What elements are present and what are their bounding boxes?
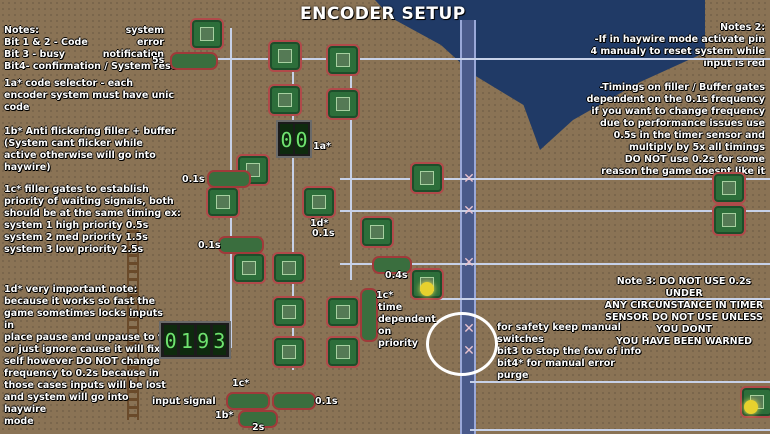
system-error-label: system error notification [102, 25, 164, 60]
logic-gate[interactable] [712, 204, 746, 236]
code-selector-display: 0 0 [276, 120, 312, 158]
wire [340, 210, 770, 212]
digit: 0 [280, 124, 293, 154]
label-1d: 1d* [310, 218, 329, 229]
bridge-icon[interactable]: ✕ [463, 255, 475, 271]
digit: 1 [180, 325, 194, 355]
logic-gate[interactable] [272, 336, 306, 368]
timer-label: 0.1s [198, 240, 221, 251]
input-signal-label: input signal [152, 396, 216, 407]
counter-display: 0 1 9 3 [159, 321, 231, 359]
wire [210, 58, 770, 60]
logic-gate[interactable] [272, 296, 306, 328]
timer-sensor[interactable] [170, 52, 218, 70]
wire [340, 263, 770, 265]
notes-left-line: Bit 1 & 2 - Code [4, 37, 88, 48]
digit: 9 [196, 325, 210, 355]
label-1a: 1a* [313, 141, 331, 152]
logic-gate[interactable] [302, 186, 336, 218]
wire [350, 60, 352, 280]
timer-label: 0.1s [315, 396, 338, 407]
time-dependent-label: time dependent on priority [378, 302, 436, 349]
logic-gate[interactable] [272, 252, 306, 284]
logic-gate[interactable] [232, 252, 266, 284]
timer-sensor[interactable] [226, 392, 270, 410]
bridge-icon[interactable]: ✕ [463, 203, 475, 219]
logic-gate[interactable] [360, 216, 394, 248]
logic-gate[interactable] [190, 18, 224, 50]
notes-left-heading: Notes: [4, 25, 39, 36]
logic-gate[interactable] [326, 336, 360, 368]
logic-gate[interactable] [326, 296, 360, 328]
note-1c: 1c* filler gates to establish priority o… [4, 184, 181, 255]
logic-gate[interactable] [326, 44, 360, 76]
wire [470, 381, 770, 383]
system-error-time: 5s [152, 55, 165, 66]
light-bulb-icon [744, 400, 758, 414]
logic-gate[interactable] [326, 88, 360, 120]
label-1c: 1c* [232, 378, 250, 389]
digit: 3 [212, 325, 226, 355]
timer-label: 0.4s [385, 270, 408, 281]
notes-right-2: Notes 2: -If in haywire mode activate pi… [586, 22, 765, 177]
note-1a: 1a* code selector - each encoder system … [4, 78, 174, 113]
digit: 0 [295, 124, 308, 154]
bridge-icon[interactable]: ✕ [463, 171, 475, 187]
note-1d: 1d* very important note: because it work… [4, 284, 171, 427]
logic-gate[interactable] [206, 186, 240, 218]
ladder [127, 230, 139, 420]
notes-left-line: Bit4- confirmation / System reset [4, 61, 182, 72]
timer-label: 2s [252, 422, 265, 433]
light-bulb-icon [420, 282, 434, 296]
timer-label: 0.1s [312, 228, 335, 239]
logic-gate[interactable] [268, 84, 302, 116]
note-1b: 1b* Anti flickering filler + buffer (Sys… [4, 126, 176, 173]
timer-label: 0.1s [182, 174, 205, 185]
digit: 0 [164, 325, 178, 355]
logic-gate[interactable] [410, 162, 444, 194]
logic-gate[interactable] [712, 172, 746, 204]
timer-sensor[interactable] [360, 288, 378, 342]
timer-sensor[interactable] [372, 256, 412, 274]
highlight-ring [426, 312, 498, 376]
wire [340, 178, 770, 180]
timer-sensor[interactable] [207, 170, 251, 188]
notes-left-line: Bit 3 - busy [4, 49, 65, 60]
timer-sensor[interactable] [238, 410, 278, 428]
wire [292, 40, 294, 370]
logic-gate[interactable] [268, 40, 302, 72]
wire [420, 298, 770, 300]
page-title: ENCODER SETUP [300, 4, 466, 24]
safety-note: for safety keep manual switches bit3 to … [497, 322, 642, 381]
label-1b: 1b* [215, 410, 234, 421]
wire [470, 429, 770, 431]
note-3: Note 3: DO NOT USE 0.2s UNDER ANY CIRCUN… [604, 276, 764, 347]
timer-sensor[interactable] [218, 236, 264, 254]
timer-sensor[interactable] [272, 392, 316, 410]
notes-left: Notes: Bit 1 & 2 - Code Bit 3 - busy Bit… [4, 25, 182, 73]
label-1c: 1c* [376, 290, 394, 301]
